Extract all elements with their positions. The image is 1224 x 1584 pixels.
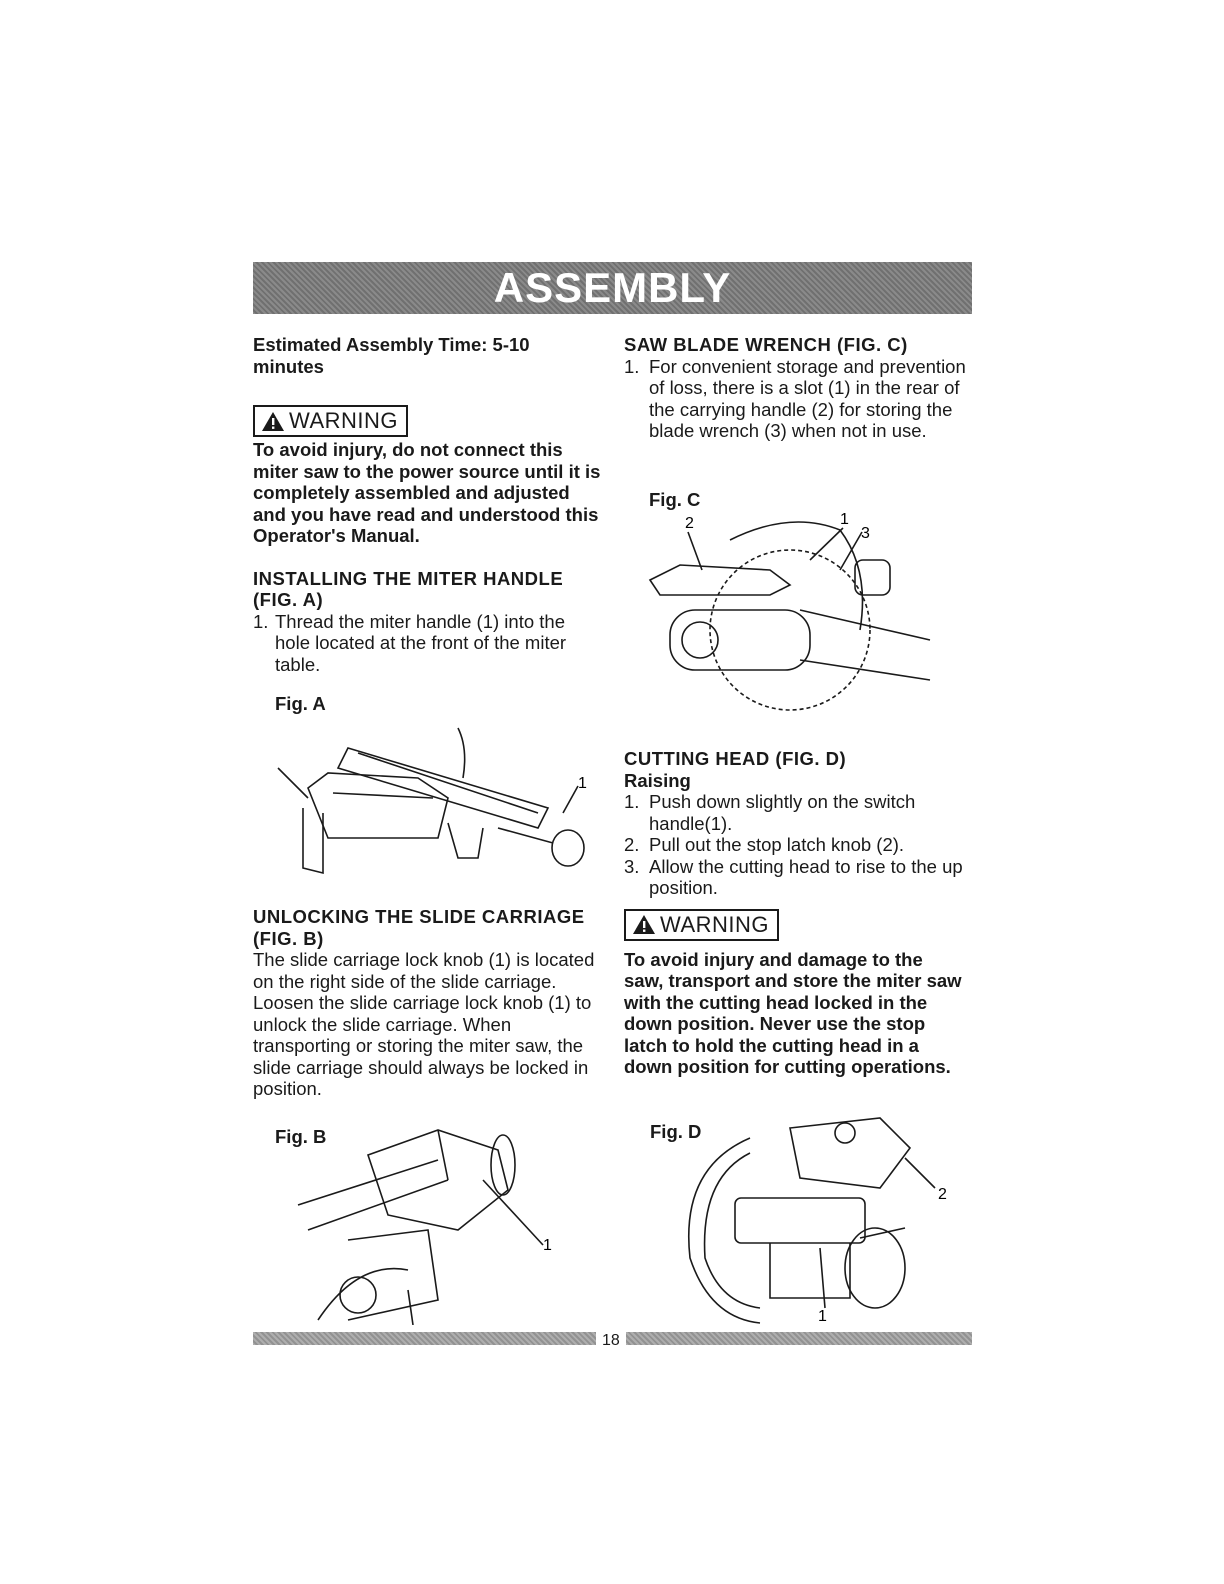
warning-triangle-icon bbox=[262, 411, 284, 431]
cutting-head-section: CUTTING HEAD (FIG. D) Raising 1. Push do… bbox=[624, 748, 969, 1078]
warning-badge: WARNING bbox=[624, 908, 780, 941]
list-item: 2. Pull out the stop latch knob (2). bbox=[624, 834, 905, 855]
slide-carriage-text: The slide carriage lock knob (1) is loca… bbox=[253, 949, 595, 1099]
blade-wrench-steps: 1. For convenient storage and prevention… bbox=[624, 356, 969, 442]
warning-label: WARNING bbox=[289, 408, 399, 433]
fig-c-label: Fig. C bbox=[649, 489, 701, 510]
fig-b-label: Fig. B bbox=[275, 1126, 327, 1147]
left-column: Estimated Assembly Time: 5-10 minutes WA… bbox=[253, 334, 603, 675]
fig-d-illustration: 2 1 bbox=[680, 1108, 960, 1328]
section-title: ASSEMBLY bbox=[493, 264, 732, 311]
fig-a-illustration: 1 bbox=[268, 718, 598, 888]
fig-c-callout-2: 2 bbox=[685, 515, 694, 532]
fig-b-callout-1: 1 bbox=[543, 1237, 552, 1254]
fig-b-illustration: 1 bbox=[288, 1120, 588, 1325]
page-number: 18 bbox=[602, 1332, 620, 1349]
cutting-head-steps: 1. Push down slightly on the switch hand… bbox=[624, 791, 969, 899]
slide-carriage-heading: UNLOCKING THE SLIDE CARRIAGE (FIG. B) bbox=[253, 906, 585, 949]
cutting-head-heading: CUTTING HEAD (FIG. D) bbox=[624, 748, 847, 769]
fig-a-label: Fig. A bbox=[275, 693, 326, 714]
warning-triangle-icon bbox=[633, 915, 655, 934]
blade-wrench-heading: SAW BLADE WRENCH (FIG. C) bbox=[624, 334, 908, 355]
footer-bar-left bbox=[253, 1332, 596, 1345]
list-item: 1. Thread the miter handle (1) into the … bbox=[253, 610, 567, 675]
right-column: SAW BLADE WRENCH (FIG. C) 1. For conveni… bbox=[624, 334, 969, 442]
miter-handle-steps: 1. Thread the miter handle (1) into the … bbox=[253, 611, 603, 676]
fig-c-callout-3: 3 bbox=[861, 525, 870, 542]
fig-c-illustration: 2 1 3 bbox=[640, 510, 940, 720]
warning-badge: WARNING bbox=[253, 405, 409, 437]
fig-c-callout-1: 1 bbox=[840, 511, 849, 528]
warning-text: To avoid injury, do not connect this mit… bbox=[253, 439, 601, 546]
fig-d-callout-1: 1 bbox=[818, 1308, 827, 1325]
section-header-bar: ASSEMBLY bbox=[253, 262, 972, 314]
fig-d-callout-2: 2 bbox=[938, 1186, 947, 1203]
list-item: 3. Allow the cutting head to rise to the… bbox=[624, 855, 963, 899]
warning-label: WARNING bbox=[660, 911, 770, 937]
slide-carriage-section: UNLOCKING THE SLIDE CARRIAGE (FIG. B) Th… bbox=[253, 906, 603, 1100]
fig-a-callout-1: 1 bbox=[578, 775, 587, 792]
fig-d-label: Fig. D bbox=[650, 1121, 702, 1142]
footer-bar-right bbox=[626, 1332, 972, 1345]
list-item: 1. Push down slightly on the switch hand… bbox=[624, 791, 916, 834]
warning-text: To avoid injury and damage to the saw, t… bbox=[624, 948, 962, 1078]
list-item: 1. For convenient storage and prevention… bbox=[624, 355, 966, 442]
miter-handle-heading: INSTALLING THE MITER HANDLE (FIG. A) bbox=[253, 567, 564, 611]
estimated-time: Estimated Assembly Time: 5-10 minutes bbox=[253, 334, 530, 377]
raising-subheading: Raising bbox=[624, 769, 691, 791]
